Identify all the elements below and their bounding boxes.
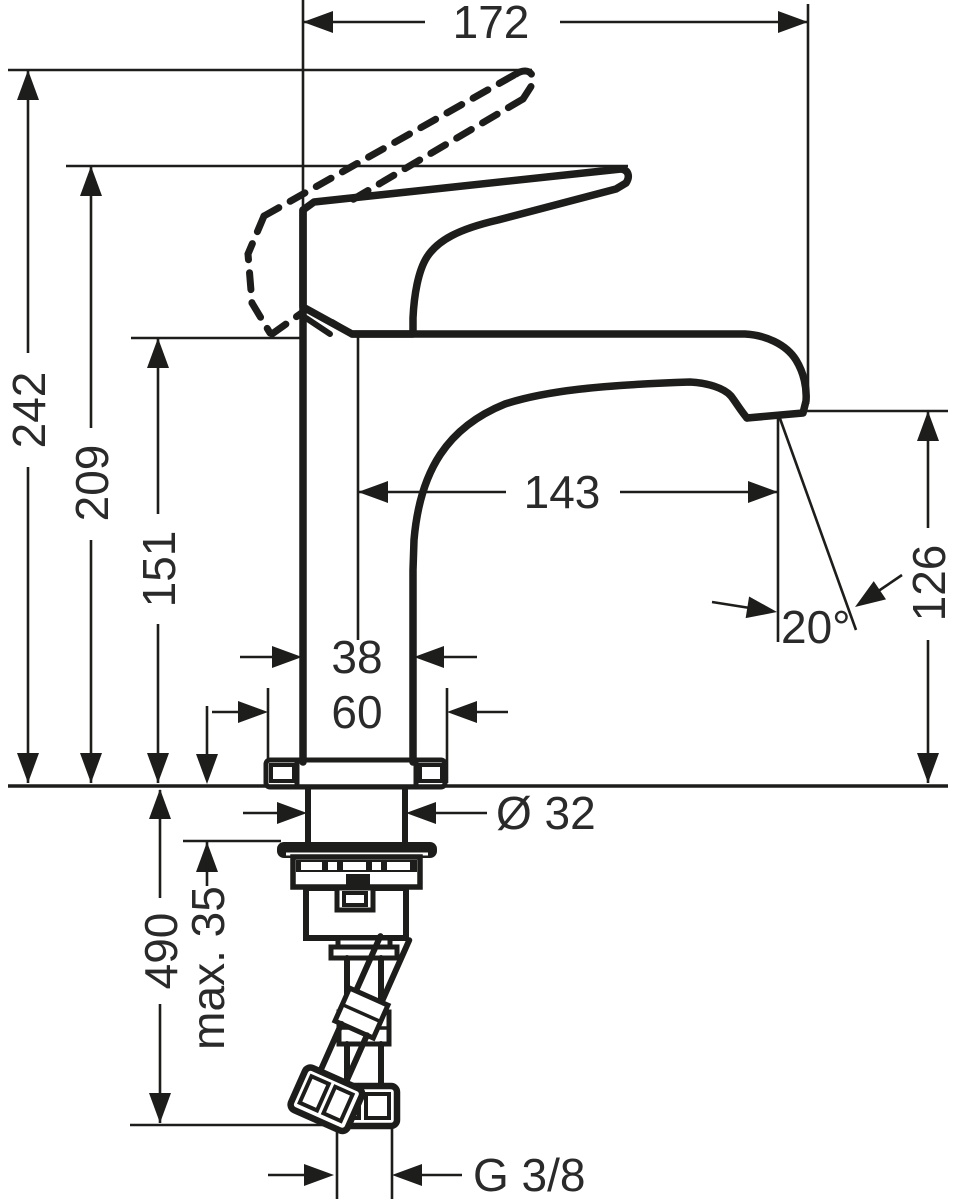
dim-126-label: 126 bbox=[903, 545, 954, 622]
angle-line bbox=[776, 412, 858, 631]
dim-60: 60 bbox=[212, 686, 508, 738]
handle-detail bbox=[329, 319, 355, 337]
supply-hose-angled bbox=[287, 933, 413, 1135]
dim-dia32-label: Ø 32 bbox=[496, 787, 596, 839]
dim-143-label: 143 bbox=[524, 466, 601, 518]
dim-g38-label: G 3/8 bbox=[473, 1149, 586, 1200]
extension-lines bbox=[8, 0, 948, 1127]
dim-209-label: 209 bbox=[66, 445, 118, 522]
handle-detail bbox=[303, 315, 333, 337]
dim-max35-label: max. 35 bbox=[182, 886, 234, 1050]
dim-angle-20: 20° bbox=[711, 412, 903, 653]
faucet-outline bbox=[244, 67, 810, 766]
dim-209: 209 bbox=[66, 166, 118, 783]
dim-242: 242 bbox=[3, 70, 55, 783]
dim-60-label: 60 bbox=[331, 686, 382, 738]
dim-490: 490 bbox=[135, 789, 187, 1123]
dim-38: 38 bbox=[240, 631, 477, 683]
dim-151: 151 bbox=[133, 338, 185, 783]
dim-143: 143 bbox=[358, 466, 778, 518]
arrowhead bbox=[778, 11, 808, 33]
hose-neck bbox=[328, 944, 400, 961]
dim-126: 126 bbox=[903, 411, 954, 783]
faucet-spout-top bbox=[348, 330, 810, 422]
dim-172-label: 172 bbox=[453, 0, 530, 48]
mounting-assembly bbox=[277, 785, 437, 1135]
dim-38-label: 38 bbox=[331, 631, 382, 683]
faucet-spout-underside bbox=[409, 378, 751, 766]
dim-242-label: 242 bbox=[3, 372, 55, 449]
dim-151-label: 151 bbox=[133, 531, 185, 608]
supply-pipe bbox=[335, 1126, 394, 1199]
arrowhead bbox=[303, 11, 333, 33]
valve-body bbox=[303, 885, 409, 941]
faucet-handle bbox=[299, 165, 633, 338]
faucet-handle-raised-dashed bbox=[244, 67, 537, 338]
dim-172: 172 bbox=[303, 0, 808, 48]
dim-20deg-label: 20° bbox=[781, 601, 851, 653]
dim-max-35: max. 35 bbox=[182, 706, 234, 1050]
dim-diameter-32: Ø 32 bbox=[243, 787, 596, 839]
dim-490-label: 490 bbox=[135, 913, 187, 990]
base-plate bbox=[263, 757, 448, 790]
dim-g38: G 3/8 bbox=[268, 1149, 586, 1200]
